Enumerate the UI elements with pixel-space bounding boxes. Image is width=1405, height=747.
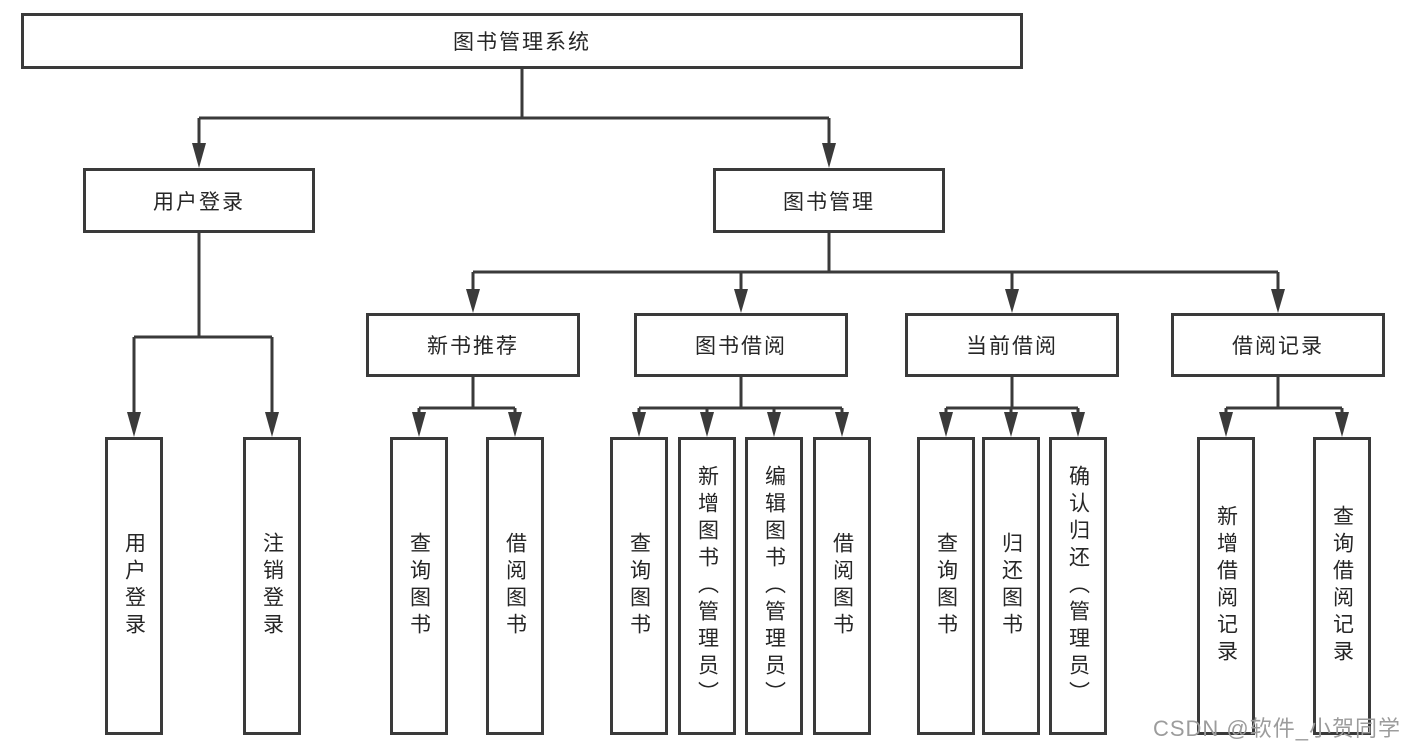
node-label: 归还图书 [999, 532, 1023, 640]
node-root-book-management-system: 图书管理系统 [21, 13, 1023, 69]
node-label: 图书管理系统 [453, 31, 591, 54]
node-user-login: 用户登录 [83, 168, 315, 233]
node-book-management: 图书管理 [713, 168, 945, 233]
arrowheads [127, 143, 1349, 437]
node-label: 新增图书（管理员） [695, 464, 719, 708]
leaf-confirm-return-admin: 确认归还（管理员） [1049, 437, 1107, 735]
node-label: 注销登录 [260, 532, 284, 640]
node-label: 确认归还（管理员） [1066, 464, 1090, 708]
node-label: 用户登录 [153, 190, 245, 214]
leaf-borrow-books-recommend: 借阅图书 [486, 437, 544, 735]
leaf-add-books-admin: 新增图书（管理员） [678, 437, 736, 735]
csdn-watermark: CSDN @软件_小贺同学 [1152, 716, 1401, 741]
node-new-book-recommend: 新书推荐 [366, 313, 580, 377]
node-label: 借阅图书 [830, 532, 854, 640]
leaf-query-books-current: 查询图书 [917, 437, 975, 735]
leaf-add-borrow-record: 新增借阅记录 [1197, 437, 1255, 735]
leaf-query-borrow-record: 查询借阅记录 [1313, 437, 1371, 735]
leaf-query-books-recommend: 查询图书 [390, 437, 448, 735]
node-label: 当前借阅 [966, 335, 1058, 358]
leaf-edit-books-admin: 编辑图书（管理员） [745, 437, 803, 735]
node-book-borrow: 图书借阅 [634, 313, 848, 377]
leaf-query-books-borrow: 查询图书 [610, 437, 668, 735]
node-label: 图书管理 [783, 190, 875, 214]
leaf-borrow-books: 借阅图书 [813, 437, 871, 735]
node-label: 查询图书 [407, 532, 431, 640]
node-label: 查询借阅记录 [1330, 505, 1354, 667]
leaf-logout-login: 注销登录 [243, 437, 301, 735]
node-label: 用户登录 [122, 532, 146, 640]
node-borrow-records: 借阅记录 [1171, 313, 1385, 377]
node-label: 新增借阅记录 [1214, 505, 1238, 667]
node-label: 查询图书 [627, 532, 651, 640]
leaf-return-books: 归还图书 [982, 437, 1040, 735]
node-label: 新书推荐 [427, 335, 519, 358]
node-label: 图书借阅 [695, 335, 787, 358]
node-label: 查询图书 [934, 532, 958, 640]
node-current-borrow: 当前借阅 [905, 313, 1119, 377]
node-label: 编辑图书（管理员） [762, 464, 786, 708]
node-label: 借阅记录 [1232, 335, 1324, 358]
node-label: 借阅图书 [503, 532, 527, 640]
leaf-user-login: 用户登录 [105, 437, 163, 735]
